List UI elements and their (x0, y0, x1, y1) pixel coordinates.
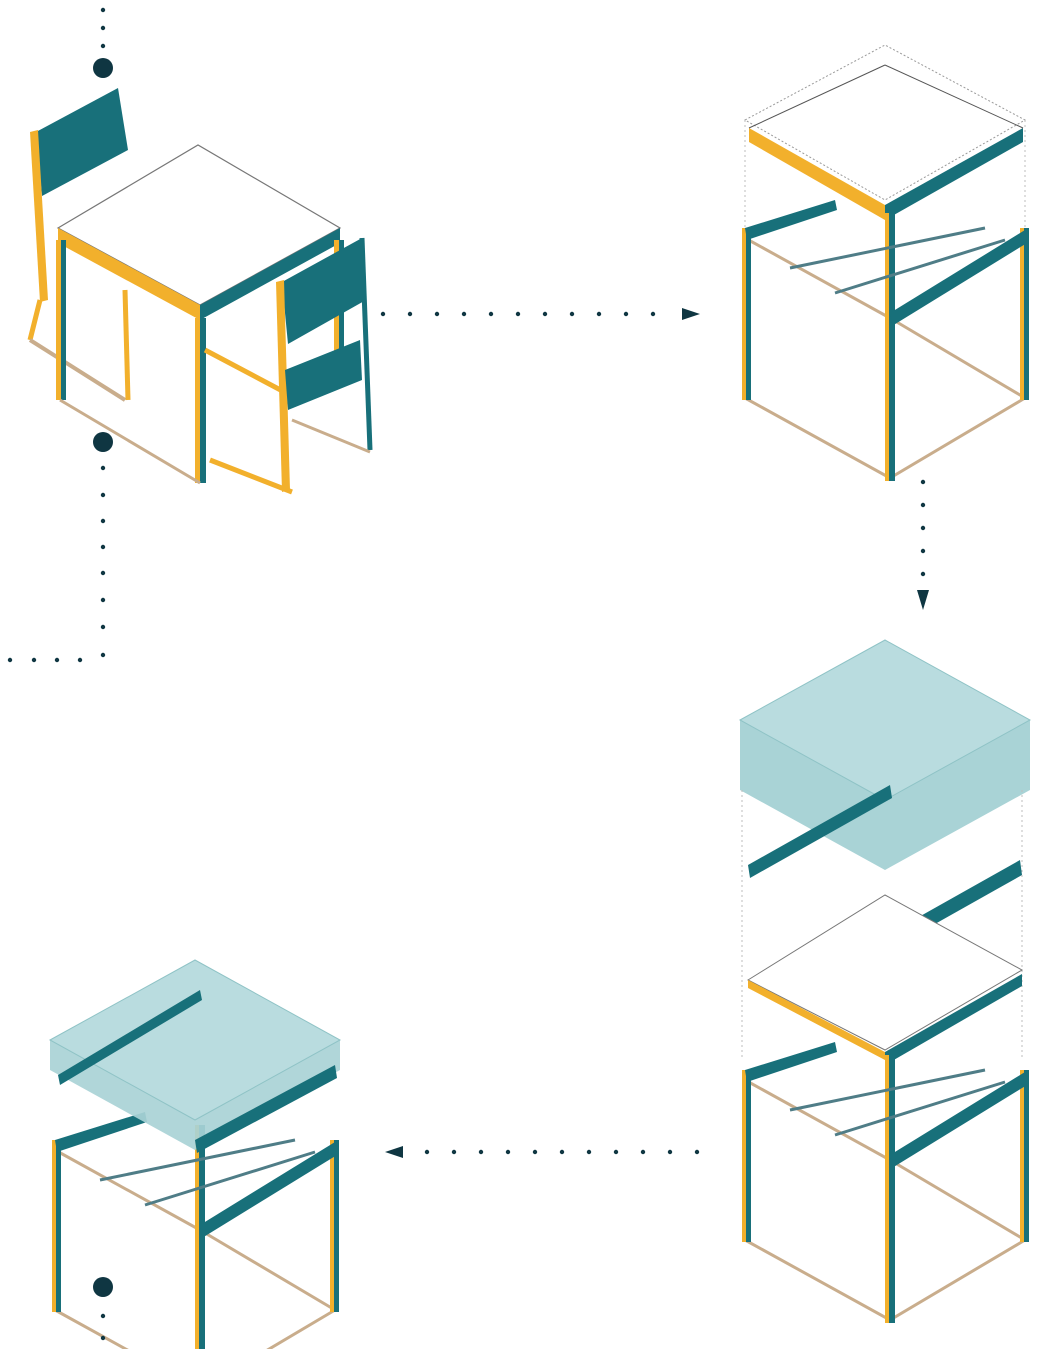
arrow-down-icon (917, 590, 929, 610)
stage-assembled-desk (50, 960, 340, 1349)
arrow-right-icon (682, 308, 700, 320)
stage-desk-with-chairs (30, 88, 370, 492)
stage-desk-frame (742, 45, 1029, 481)
arrow-left-icon (385, 1146, 403, 1158)
node-dot (93, 1277, 113, 1297)
stage-exploded-assembly (740, 640, 1030, 1323)
chair-back (36, 88, 128, 196)
node-dot (93, 58, 113, 78)
node-dot (93, 432, 113, 452)
